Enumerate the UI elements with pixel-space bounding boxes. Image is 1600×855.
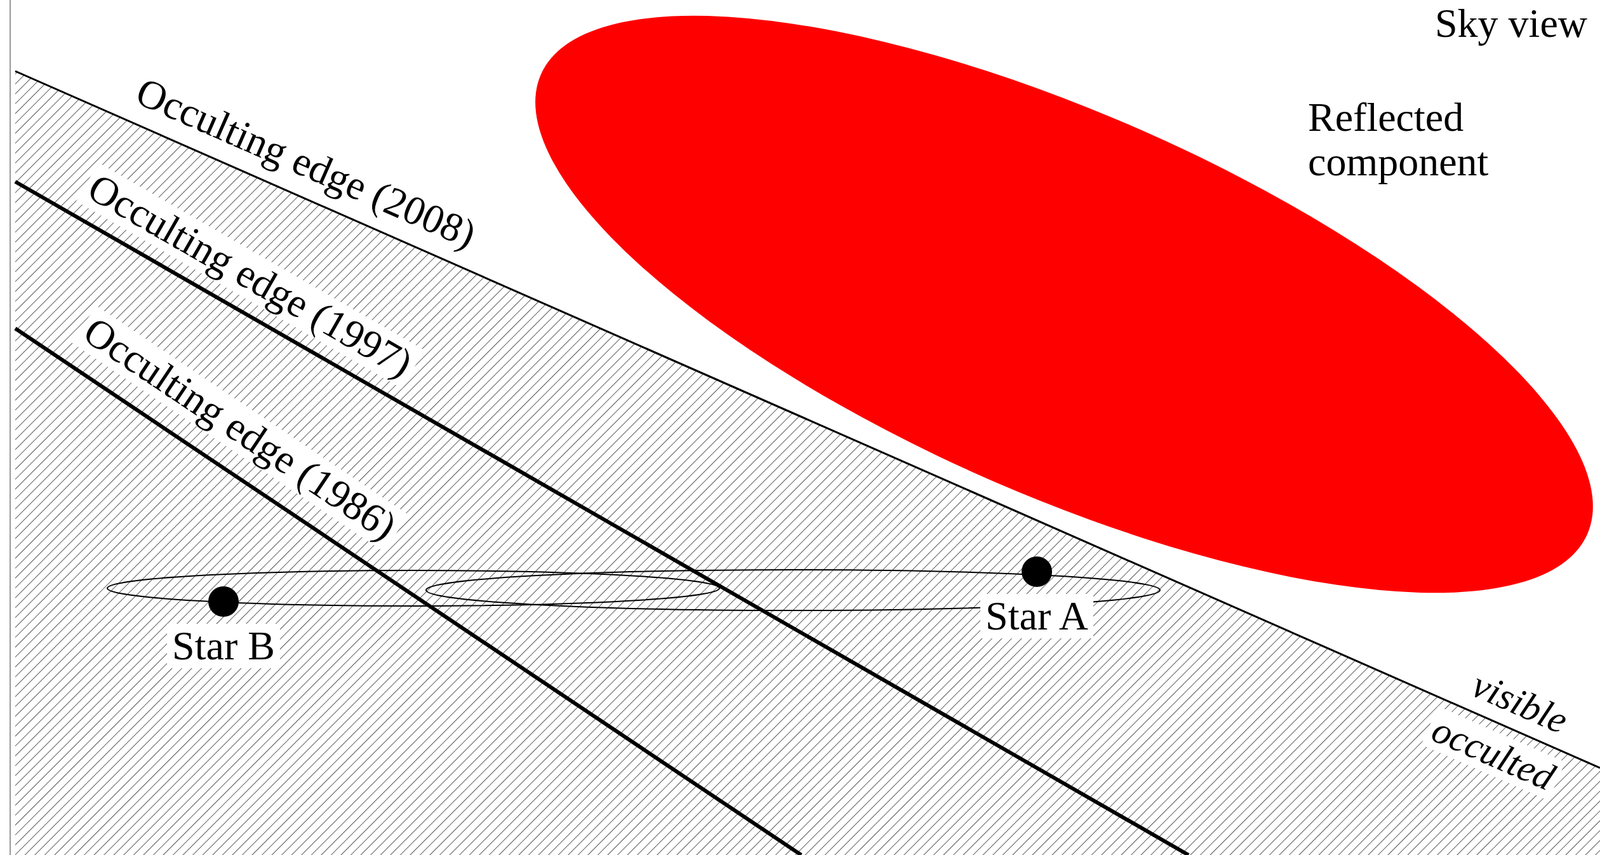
orbit-b (107, 570, 720, 606)
occulting-edge-1986 (15, 328, 802, 855)
star-label: Star A (980, 593, 1094, 639)
star-label: Star B (166, 623, 280, 668)
star: Star A (960, 555, 1114, 639)
star: Star B (147, 585, 300, 668)
title-label: Sky view (1434, 1, 1588, 46)
reflected-ellipse: Reflected component (535, 15, 1600, 594)
star-dot (207, 585, 240, 618)
frame-edge (9, 0, 11, 855)
component-label: Reflected component (1307, 95, 1524, 185)
star-dot (1020, 555, 1053, 588)
